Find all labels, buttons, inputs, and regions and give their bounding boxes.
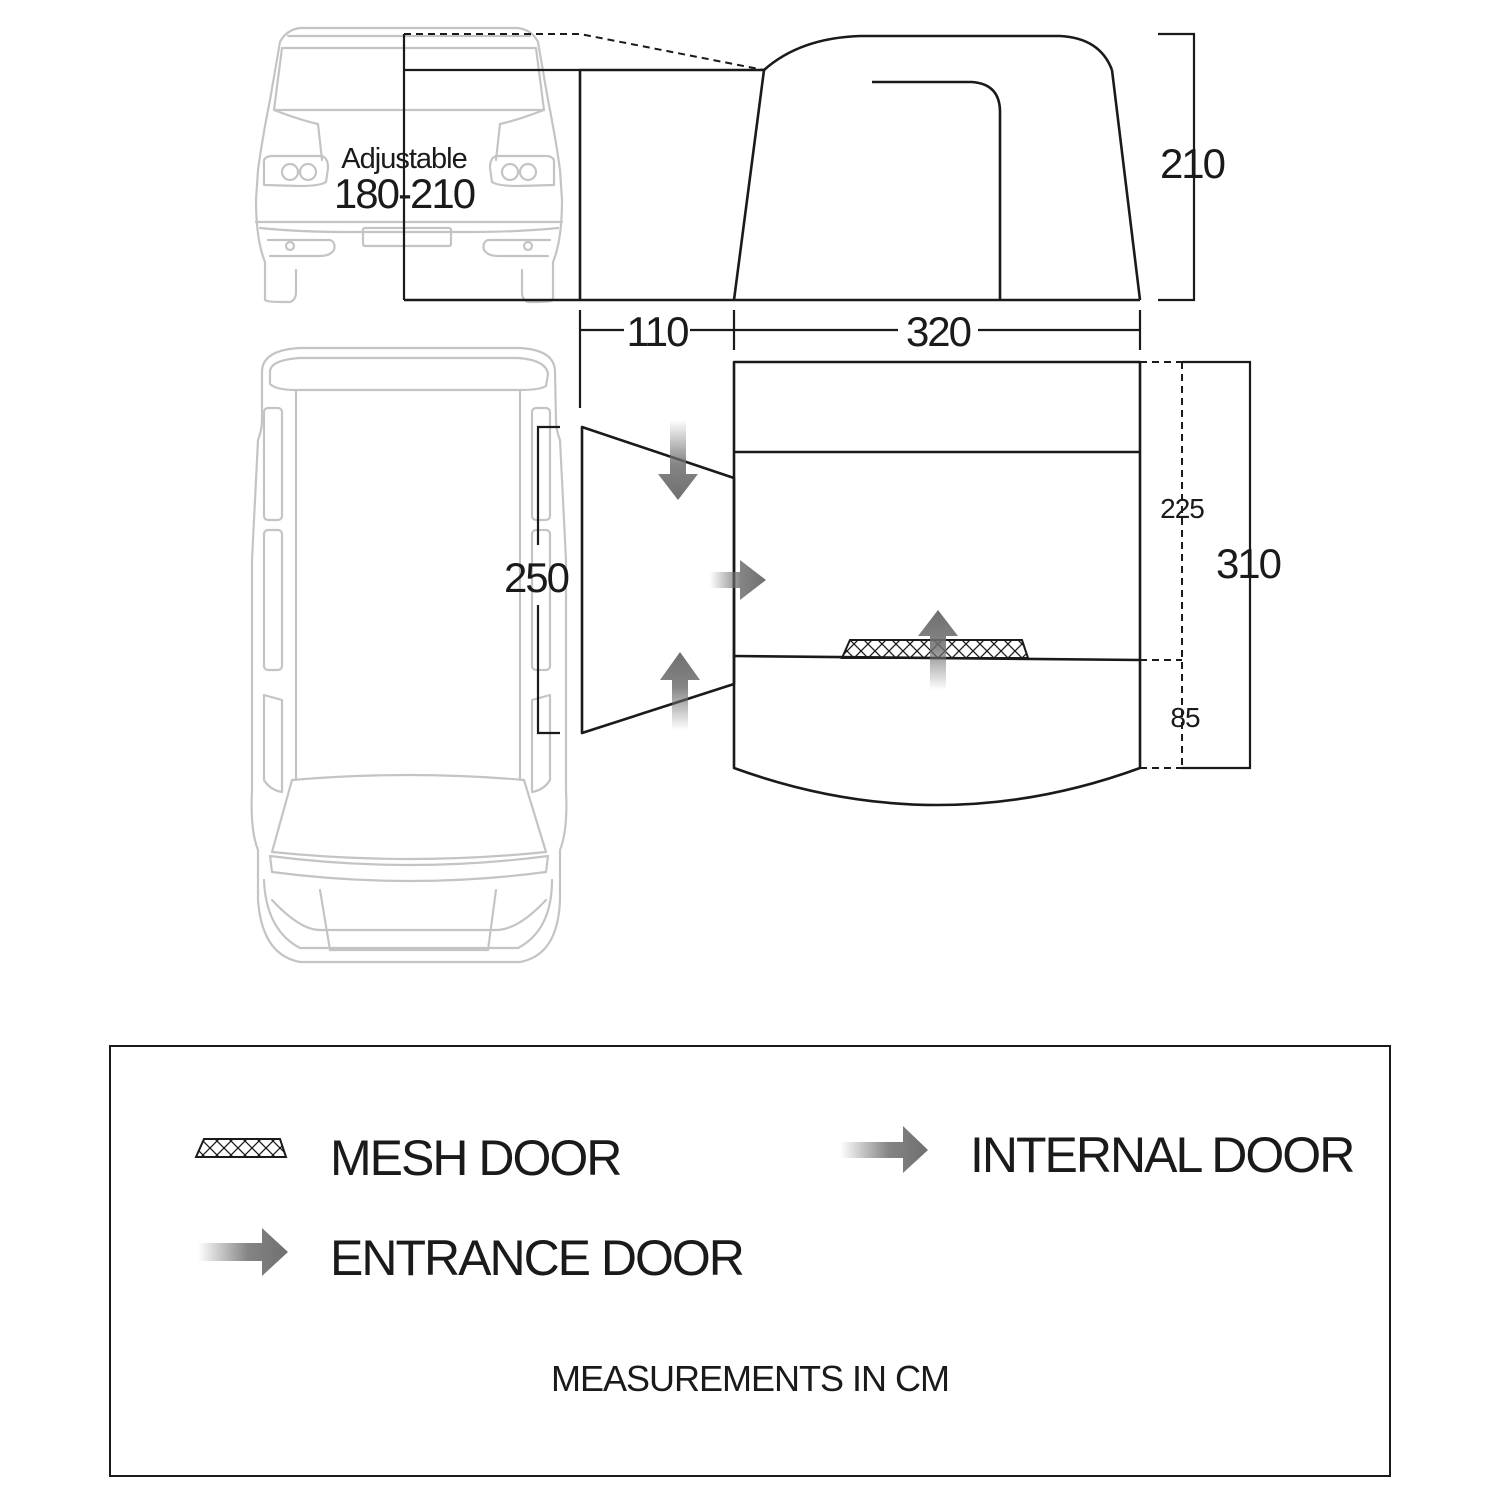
measurements-note: MEASUREMENTS IN CM xyxy=(551,1358,949,1399)
internal-door-arrow-icon xyxy=(840,1126,928,1173)
van-top-outline xyxy=(250,346,568,964)
adjustable-range-label: 180-210 xyxy=(334,170,475,217)
length-dimension xyxy=(578,310,1142,408)
mesh-door-icon xyxy=(194,1138,288,1158)
front-section-label: 225 xyxy=(1160,493,1204,524)
porch-length-label: 110 xyxy=(627,308,689,355)
legend-entrance-door: ENTRANCE DOOR xyxy=(330,1230,743,1286)
entrance-door-arrow-icon xyxy=(198,1228,288,1276)
legend-internal-door: INTERNAL DOOR xyxy=(970,1127,1353,1183)
main-length-label: 320 xyxy=(906,308,971,355)
porch-width-label: 250 xyxy=(504,554,569,601)
legend-mesh-door: MESH DOOR xyxy=(330,1130,620,1186)
total-width-label: 310 xyxy=(1216,540,1281,587)
van-rear-outline xyxy=(254,26,564,304)
door-markers xyxy=(658,420,1030,730)
adjustable-label: Adjustable xyxy=(341,143,466,175)
internal-door-arrow xyxy=(710,560,766,600)
mesh-entrance-arrow xyxy=(918,610,958,690)
back-section-label: 85 xyxy=(1170,702,1200,733)
awning-side-view xyxy=(402,32,1196,302)
height-label: 210 xyxy=(1160,140,1225,187)
legend-box: MESH DOOR INTERNAL DOOR ENTRANCE DOOR ME… xyxy=(109,1045,1391,1477)
entrance-door-arrow-bottom xyxy=(660,652,700,730)
awning-floor-plan xyxy=(536,360,1252,807)
entrance-door-arrow-top xyxy=(658,420,698,500)
